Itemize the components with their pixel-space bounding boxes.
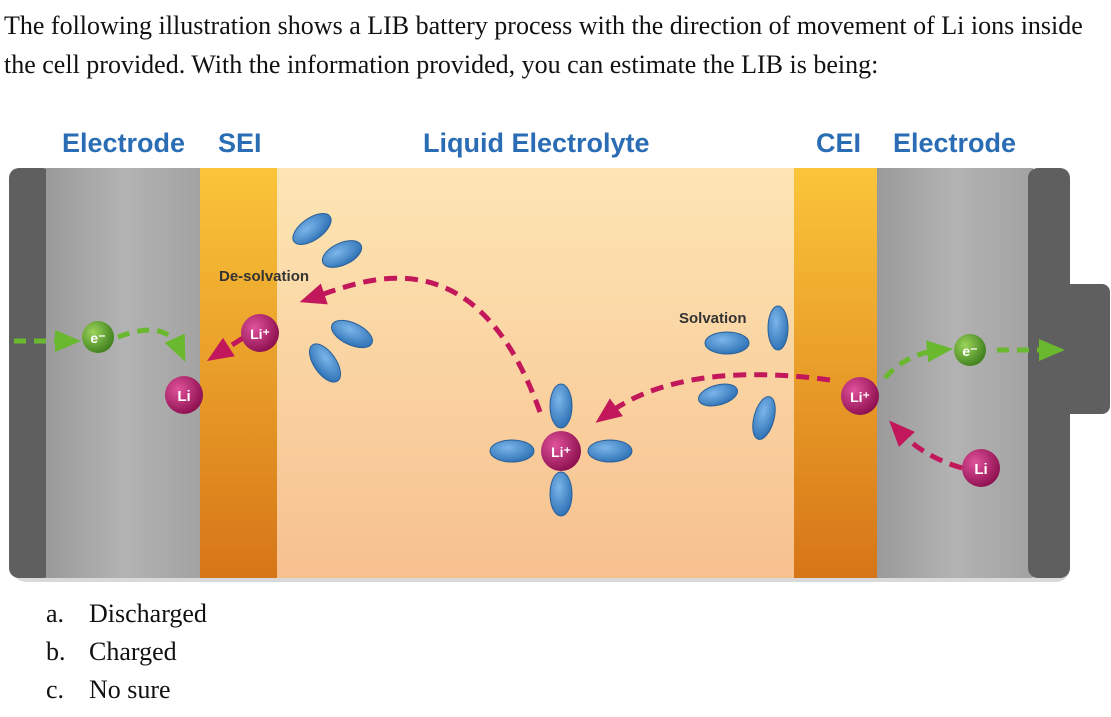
right-electrode	[877, 168, 1033, 578]
electron-right-label: e⁻	[962, 343, 977, 359]
header-sei: SEI	[218, 128, 262, 158]
right-terminal	[1028, 168, 1070, 578]
option-c[interactable]: c. No sure	[46, 671, 207, 709]
solvent-molecule	[292, 212, 332, 246]
option-c-letter: c.	[46, 675, 65, 704]
left-electrode	[46, 168, 202, 578]
ion-to-li-arrow	[207, 335, 245, 362]
li-atom-right-label: Li	[974, 461, 987, 478]
solvation-label: Solvation	[679, 310, 747, 327]
ion-solvated-arrow	[595, 372, 831, 423]
option-a[interactable]: a. Discharged	[46, 595, 207, 633]
question-text: The following illustration shows a LIB b…	[4, 11, 1083, 79]
positive-cap	[1060, 284, 1110, 414]
header-cei: CEI	[816, 128, 861, 158]
solvent-molecule	[549, 471, 573, 517]
li-ion-solvated-label: Li⁺	[551, 444, 571, 460]
answer-options: a. Discharged b. Charged c. No sure	[46, 595, 207, 709]
li-ion-cei: Li⁺	[841, 377, 879, 415]
header-electrode-right: Electrode	[893, 128, 1016, 158]
header-electrode-left: Electrode	[62, 128, 185, 158]
electron-right: e⁻	[954, 334, 986, 366]
cei-layer	[794, 168, 878, 578]
solvent-molecule	[549, 383, 573, 429]
lib-cell-diagram: Electrode SEI Liquid Electrolyte CEI Ele…	[9, 128, 1110, 582]
solvent-molecule	[767, 305, 789, 351]
option-b-text: Charged	[89, 637, 177, 666]
ion-migration-arrow	[299, 275, 543, 413]
li-atom-left-label: Li	[177, 388, 190, 405]
solvent-molecule	[321, 240, 363, 268]
li-ion-sei: Li⁺	[241, 314, 279, 352]
option-b[interactable]: b. Charged	[46, 633, 207, 671]
li-ion-cei-label: Li⁺	[850, 389, 870, 405]
li-to-electron-arrow	[883, 340, 953, 380]
li-atom-left: Li	[165, 376, 203, 414]
solvent-molecule	[308, 343, 342, 383]
option-b-letter: b.	[46, 637, 66, 666]
li-ion-solvated: Li⁺	[541, 431, 581, 471]
li-atom-right: Li	[962, 449, 1000, 487]
electron-to-li-arrow	[117, 327, 186, 362]
solvent-molecule	[331, 319, 373, 349]
solvent-molecule	[698, 383, 738, 407]
option-c-text: No sure	[89, 675, 171, 704]
electron-left: e⁻	[82, 321, 114, 353]
li-to-ion-arrow	[889, 420, 963, 471]
solvent-molecule	[704, 331, 750, 355]
solvent-molecule	[752, 396, 776, 440]
left-terminal	[9, 168, 53, 578]
electrolyte-region	[277, 168, 795, 578]
header-liquid-electrolyte: Liquid Electrolyte	[423, 128, 650, 158]
solvent-molecule	[587, 439, 633, 463]
li-ion-sei-label: Li⁺	[250, 326, 270, 342]
option-a-letter: a.	[46, 599, 65, 628]
option-a-text: Discharged	[89, 599, 207, 628]
electron-left-label: e⁻	[90, 330, 105, 346]
desolvation-label: De-solvation	[219, 268, 309, 285]
sei-layer	[200, 168, 278, 578]
solvent-molecule	[489, 439, 535, 463]
